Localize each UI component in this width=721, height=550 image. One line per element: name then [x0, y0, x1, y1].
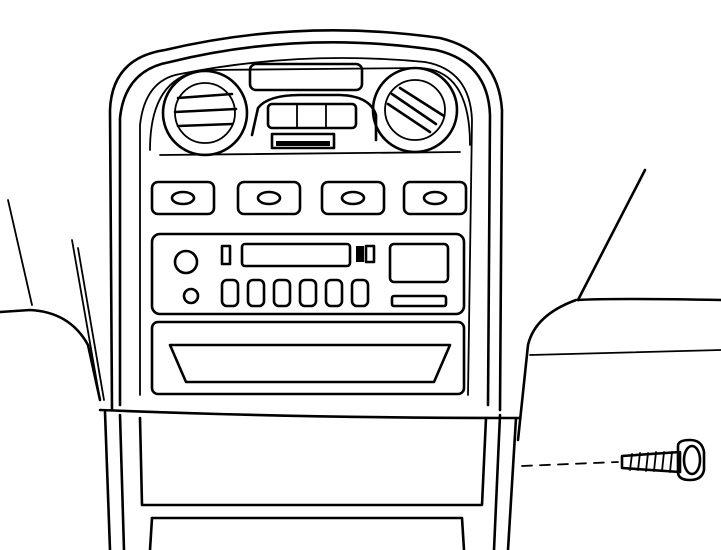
radio-cassette-slot[interactable] — [388, 242, 450, 284]
vent-cluster — [149, 62, 471, 157]
radio-display — [240, 242, 352, 268]
preset-button-5[interactable] — [324, 278, 344, 308]
air-vent-left[interactable] — [161, 69, 249, 157]
left-dash-panel — [0, 199, 105, 402]
control-knob-2[interactable] — [236, 180, 302, 216]
preset-button-6[interactable] — [350, 278, 370, 308]
storage-pocket[interactable] — [150, 320, 466, 396]
preset-button-4[interactable] — [298, 278, 318, 308]
radio-preset-buttons — [220, 278, 370, 308]
preset-button-1[interactable] — [220, 278, 240, 308]
right-dash-panel — [516, 168, 721, 442]
air-vent-right[interactable] — [371, 66, 459, 154]
lower-console — [103, 410, 518, 550]
trim-screw — [620, 438, 706, 482]
control-knob-4[interactable] — [402, 180, 468, 216]
control-knobs-row — [150, 180, 468, 216]
center-console-bezel — [98, 29, 522, 420]
hazard-switch[interactable] — [270, 132, 336, 150]
radio-head-unit — [150, 232, 466, 316]
center-switch-panel — [250, 93, 378, 150]
radio-slot-bar — [390, 294, 448, 308]
preset-button-2[interactable] — [246, 278, 266, 308]
control-knob-1[interactable] — [150, 180, 216, 216]
clock-display — [248, 62, 364, 92]
trim-screw-assembly — [521, 438, 706, 482]
radio-power-knob[interactable] — [173, 249, 199, 275]
preset-button-3[interactable] — [272, 278, 292, 308]
radio-tune-knob[interactable] — [182, 287, 200, 305]
radio-eject-button[interactable] — [356, 246, 364, 262]
control-knob-3[interactable] — [320, 180, 386, 216]
radio-indicator — [220, 244, 232, 266]
